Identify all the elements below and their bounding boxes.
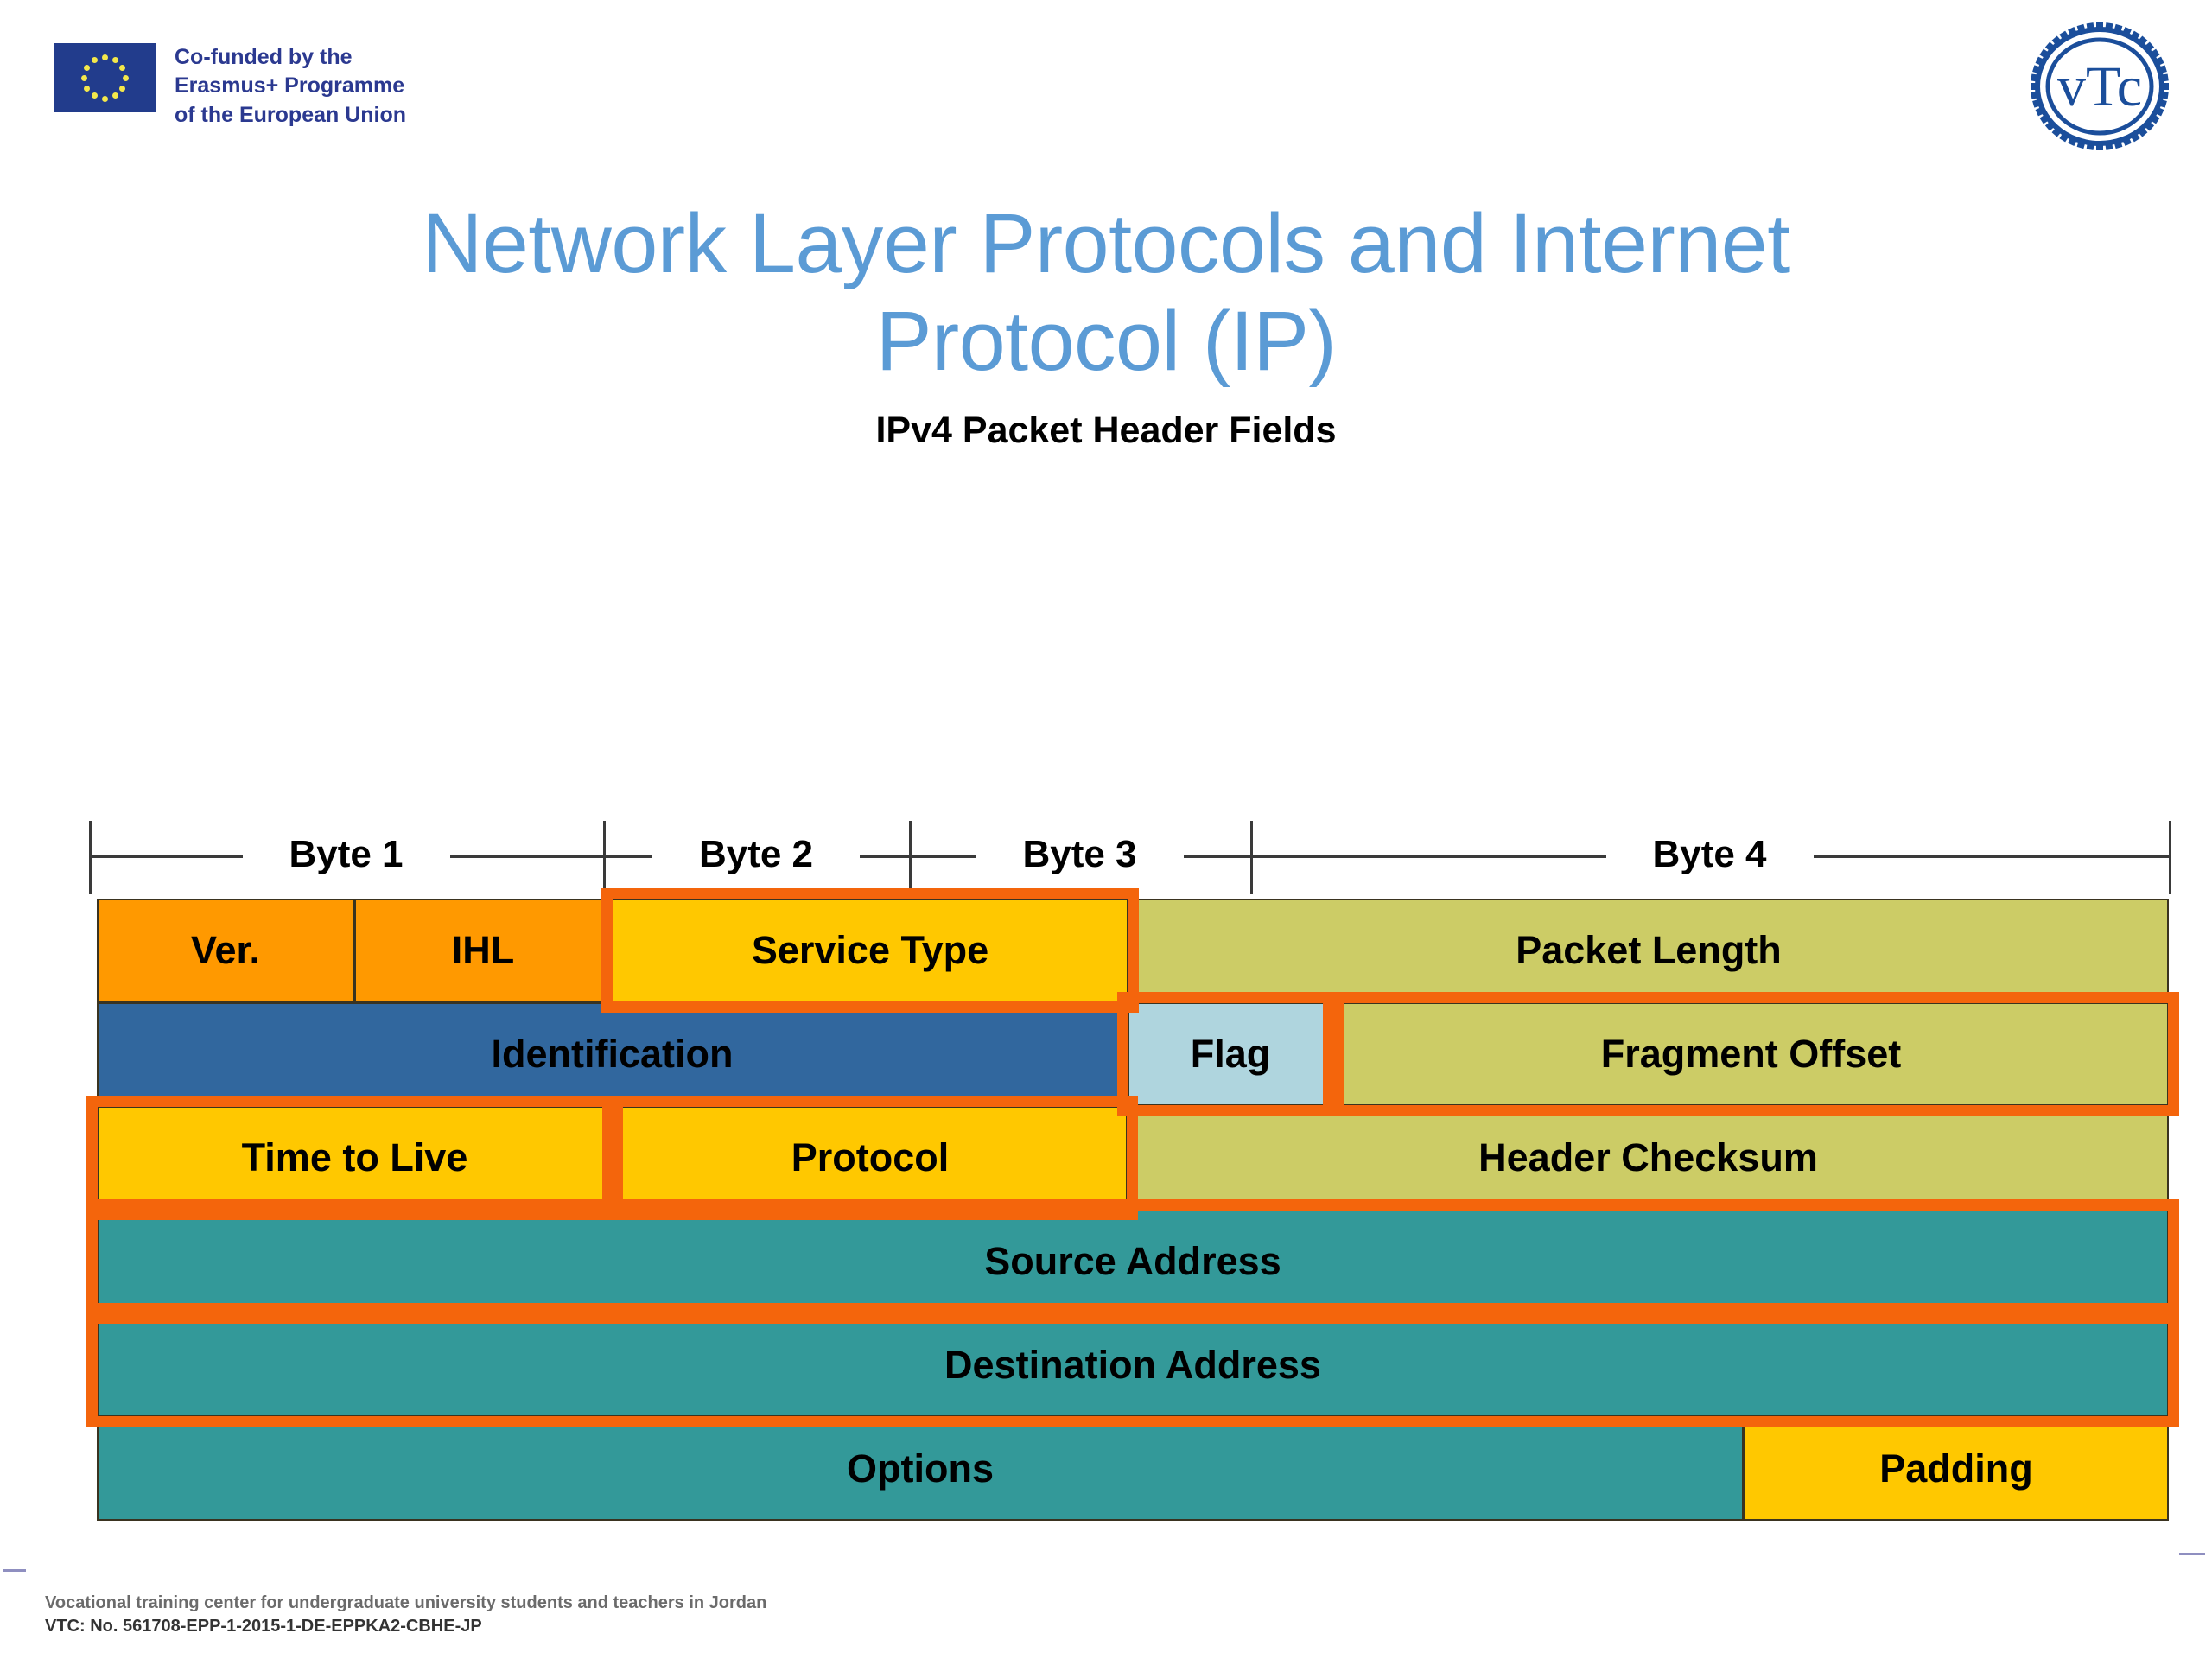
footer: Vocational training center for undergrad…	[45, 1592, 766, 1638]
field-label: Fragment Offset	[1600, 1032, 1902, 1076]
field-label: Destination Address	[944, 1343, 1321, 1387]
field-label: Ver.	[190, 928, 261, 972]
eu-logo-line-3: of the European Union	[175, 102, 407, 127]
eu-logo-text: Co-funded by the Erasmus+ Programme of t…	[175, 43, 406, 130]
field-cell[interactable]: Identification	[97, 1002, 1128, 1106]
field-label: IHL	[451, 928, 515, 972]
byte-ruler: Byte 1 Byte 2 Byte 3 Byte 4	[89, 821, 2171, 894]
eu-star-icon	[111, 56, 118, 63]
vtc-logo: vTc	[2029, 17, 2171, 156]
eu-logo-line-1: Co-funded by the	[175, 45, 353, 69]
right-margin-mark	[2179, 1553, 2205, 1555]
field-label: Options	[847, 1446, 994, 1491]
eu-star-icon	[101, 95, 108, 102]
field-label: Packet Length	[1516, 928, 1782, 972]
byte-label-1: Byte 1	[242, 826, 450, 883]
byte-label-3: Byte 3	[976, 826, 1184, 883]
ipv4-packet-header-diagram: Byte 1 Byte 2 Byte 3 Byte 4 Options Padding D…	[0, 804, 2212, 1555]
byte-label-4: Byte 4	[1605, 826, 1814, 883]
field-cell[interactable]: Time to Live	[97, 1106, 613, 1210]
eu-star-icon	[111, 92, 118, 99]
field-cell[interactable]: IHL	[354, 899, 612, 1002]
eu-logo-line-2: Erasmus+ Programme	[175, 73, 405, 99]
header-row-2: Identification Flag Fragment Offset	[97, 1002, 2169, 1106]
header-fields-table: Options Padding Destination Address Source …	[86, 888, 2179, 1521]
header-row-1: Ver. IHL Service Type Packet Length	[97, 899, 2169, 1002]
field-cell[interactable]: Options	[97, 1417, 1744, 1521]
footer-line-1: Vocational training center for undergrad…	[45, 1593, 767, 1612]
left-margin-mark	[3, 1569, 26, 1572]
field-cell[interactable]: Ver.	[97, 899, 354, 1002]
field-label: Padding	[1879, 1446, 2033, 1491]
vtc-gear-icon: vTc	[2031, 22, 2169, 150]
eu-star-icon	[91, 56, 98, 63]
field-label: Source Address	[984, 1239, 1281, 1283]
field-label: Service Type	[751, 928, 989, 972]
page-title-line-1: Network Layer Protocols and Internet	[422, 196, 1790, 290]
header-row-3: Time to Live Protocol Header Checksum	[97, 1106, 2169, 1210]
field-cell[interactable]: Fragment Offset	[1333, 1002, 2169, 1106]
field-label: Time to Live	[241, 1135, 468, 1179]
field-cell[interactable]: Source Address	[97, 1210, 2169, 1313]
eu-star-icon	[119, 85, 126, 92]
byte-label-2: Byte 2	[652, 826, 860, 883]
eu-star-icon	[91, 92, 98, 99]
page-title: Network Layer Protocols and Internet Pro…	[0, 194, 2212, 391]
header-row-4: Source Address	[97, 1210, 2169, 1313]
page-title-line-2: Protocol (IP)	[875, 294, 1337, 389]
footer-line-2: VTC: No. 561708-EPP-1-2015-1-DE-EPPKA2-C…	[45, 1617, 482, 1636]
header-row-6: Options Padding	[97, 1417, 2169, 1521]
eu-star-icon	[119, 64, 126, 71]
eu-flag-icon	[54, 43, 156, 112]
eu-star-icon	[122, 74, 129, 81]
field-cell[interactable]: Padding	[1744, 1417, 2169, 1521]
eu-star-icon	[101, 54, 108, 60]
page-subtitle: IPv4 Packet Header Fields	[875, 410, 1337, 451]
eu-star-icon	[80, 74, 87, 81]
eu-star-icon	[83, 64, 90, 71]
header-row-5: Destination Address	[97, 1313, 2169, 1417]
field-label: Identification	[491, 1032, 734, 1076]
field-cell[interactable]: Destination Address	[97, 1313, 2169, 1417]
field-cell[interactable]: Service Type	[612, 899, 1128, 1002]
erasmus-eu-logo: Co-funded by the Erasmus+ Programme of t…	[54, 43, 406, 130]
field-cell[interactable]: Header Checksum	[1128, 1106, 2169, 1210]
field-cell[interactable]: Protocol	[613, 1106, 1128, 1210]
field-label: Protocol	[791, 1135, 950, 1179]
vtc-logo-text: vTc	[2057, 55, 2142, 118]
field-cell[interactable]: Flag	[1128, 1002, 1333, 1106]
field-cell[interactable]: Packet Length	[1128, 899, 2169, 1002]
field-label: Flag	[1190, 1032, 1271, 1076]
field-label: Header Checksum	[1478, 1135, 1818, 1179]
eu-star-icon	[83, 85, 90, 92]
